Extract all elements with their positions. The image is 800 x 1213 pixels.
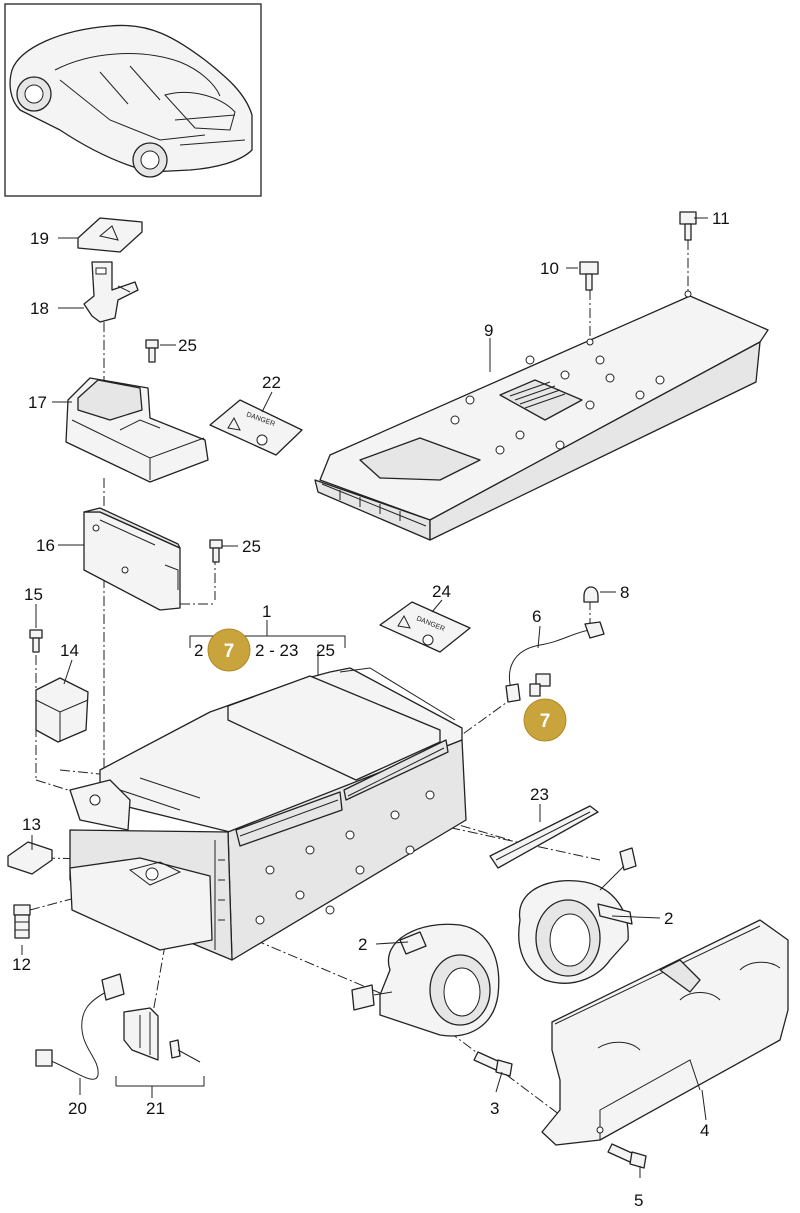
label-15: 15	[24, 585, 43, 604]
label-24: 24	[432, 582, 451, 601]
part-17-housing[interactable]	[65, 377, 209, 483]
label-3: 3	[490, 1099, 499, 1118]
part-20-wire-harness[interactable]	[35, 973, 125, 1080]
label-23: 23	[530, 785, 549, 804]
label-16: 16	[36, 536, 55, 555]
part-15-bolt[interactable]	[29, 629, 43, 653]
label-5: 5	[634, 1191, 643, 1210]
part-8-nut[interactable]	[583, 586, 599, 603]
label-10: 10	[540, 259, 559, 278]
part-1-battery-assembly[interactable]	[69, 667, 467, 961]
part-16-module[interactable]	[83, 507, 181, 611]
part-11-bolt[interactable]	[679, 211, 697, 241]
label-12: 12	[12, 955, 31, 974]
part-4-bottom-cover[interactable]	[541, 919, 789, 1146]
part-19-pad[interactable]	[77, 217, 143, 253]
label-8: 8	[620, 583, 629, 602]
part-18-bracket[interactable]	[83, 261, 139, 323]
label-21: 21	[146, 1099, 165, 1118]
label-17: 17	[28, 393, 47, 412]
part-3-bolt[interactable]	[473, 1051, 513, 1077]
label-22: 22	[262, 373, 281, 392]
label-25-mid: 25	[242, 537, 261, 556]
label-11: 11	[712, 209, 730, 228]
label-14: 14	[60, 641, 79, 660]
label-19: 19	[30, 229, 49, 248]
label-25-range: 25	[316, 641, 335, 660]
label-2-right: 2	[664, 909, 673, 928]
part-13-pad[interactable]	[7, 841, 53, 875]
part-6-cable[interactable]	[505, 621, 605, 703]
part-25-bolt-top[interactable]	[145, 339, 159, 363]
part-12-fuse[interactable]	[13, 904, 31, 939]
part-7-bolt[interactable]	[529, 673, 551, 697]
part-9-cover-plate[interactable]	[314, 290, 769, 541]
leader-lines	[21, 217, 708, 1178]
part-2-blower-left[interactable]	[351, 923, 500, 1037]
part-labels: 19 18 25 17 22 16 25 15 14 13 12 1 2 2 -…	[12, 209, 730, 1210]
vehicle-thumbnail	[4, 3, 262, 197]
label-20: 20	[68, 1099, 87, 1118]
part-14-connector-block[interactable]	[35, 677, 89, 743]
part-5-bolt[interactable]	[607, 1143, 647, 1169]
assembly-range-bracket	[115, 620, 346, 1098]
label-4: 4	[700, 1121, 709, 1140]
label-1: 1	[262, 602, 271, 621]
label-25-top: 25	[178, 336, 197, 355]
part-7-badge-assembly[interactable]: 7	[207, 628, 251, 672]
label-2-left: 2	[358, 935, 367, 954]
part-2-blower-right[interactable]	[518, 847, 637, 984]
label-9: 9	[484, 321, 493, 340]
label-2-range-start: 2	[194, 641, 203, 660]
label-range-2-23: 2 - 23	[255, 641, 298, 660]
part-7-badge-bolt[interactable]: 7	[523, 698, 567, 742]
part-22-danger-sticker[interactable]: DANGER	[209, 399, 303, 456]
part-21-bracket[interactable]	[123, 1007, 201, 1063]
label-6: 6	[532, 607, 541, 626]
part-25-bolt-mid[interactable]	[209, 539, 223, 563]
part-24-danger-sticker[interactable]: DANGER	[379, 601, 471, 653]
part-23-seal-strip[interactable]	[489, 805, 599, 869]
label-13: 13	[22, 815, 41, 834]
label-18: 18	[30, 299, 49, 318]
badge-7-bolt-text: 7	[540, 711, 551, 732]
badge-7-assembly-text: 7	[224, 641, 235, 662]
part-10-bolt[interactable]	[579, 261, 599, 291]
